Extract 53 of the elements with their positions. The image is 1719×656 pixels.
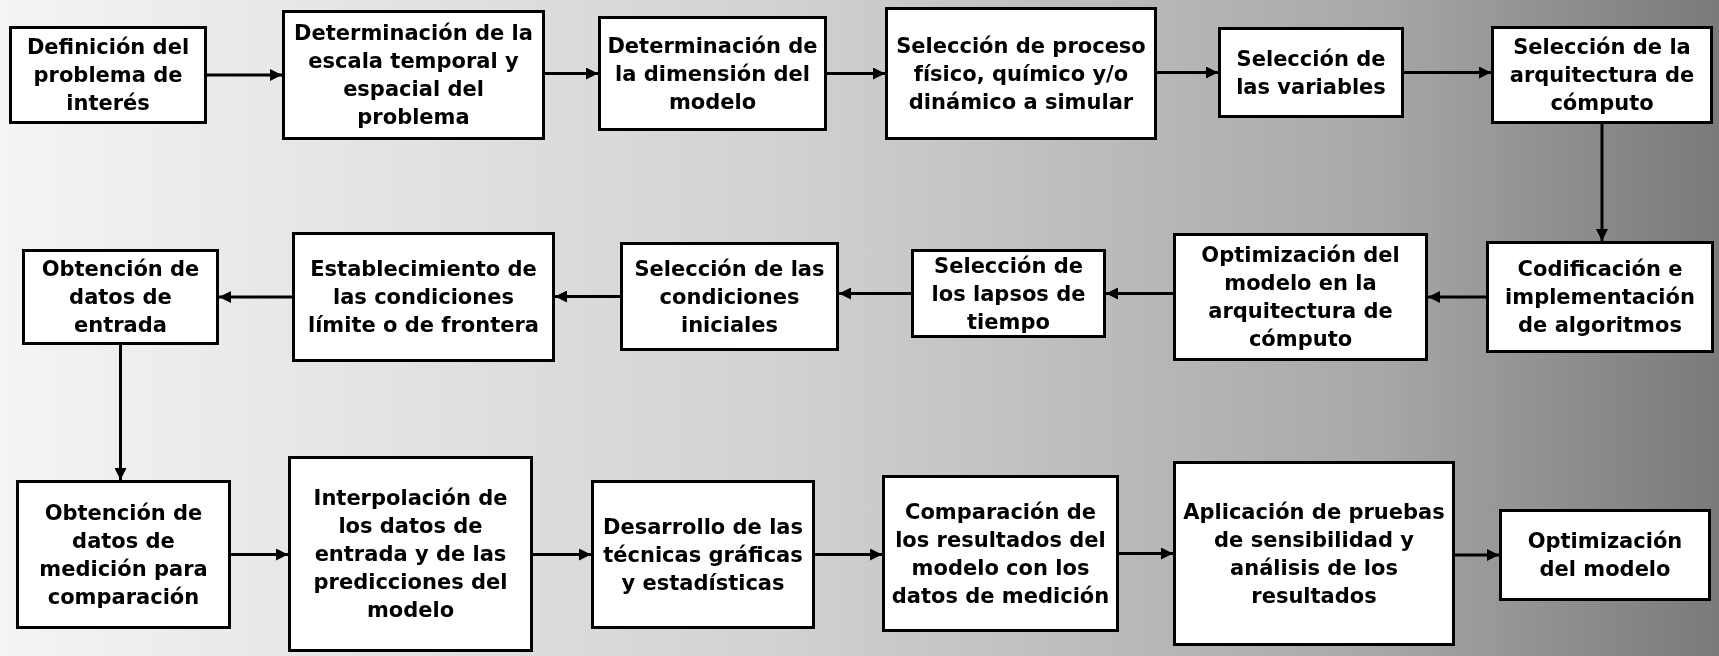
- process-box: [620, 242, 839, 351]
- arrow: [231, 548, 288, 561]
- arrow: [219, 291, 292, 303]
- process-box: [1486, 241, 1714, 353]
- process-box: [9, 26, 207, 124]
- process-box: [1218, 27, 1404, 118]
- arrow: [1455, 549, 1499, 561]
- arrow: [1428, 291, 1486, 303]
- step-label: Selección de los lapsos de tiempo: [930, 252, 1087, 336]
- process-box: [911, 249, 1106, 338]
- step-label: Optimización del modelo: [1526, 528, 1684, 583]
- step-label: Selección de proceso físico, químico y/o dinámico a simular: [895, 32, 1147, 116]
- arrow: [839, 287, 911, 300]
- process-box: [885, 7, 1157, 140]
- process-box: [882, 475, 1119, 632]
- arrow: [533, 548, 591, 561]
- process-box: [1173, 461, 1455, 646]
- step-label: Determinación de la escala temporal y espacial del problema: [293, 20, 534, 131]
- step-label: Selección de las condiciones iniciales: [633, 255, 826, 339]
- step-label: Interpolación de los datos de entrada y de las predicciones del modelo: [312, 485, 509, 624]
- step-label: Determinación de la dimensión del modelo: [607, 32, 818, 116]
- step-label: Obtención de datos de entrada: [40, 256, 201, 339]
- arrow: [1596, 124, 1608, 241]
- step-label: Desarrollo de las técnicas gráficas y estadísticas: [601, 513, 805, 597]
- process-box: [282, 10, 545, 140]
- step-label: Definición del problema de interés: [25, 34, 191, 117]
- arrow: [545, 67, 598, 80]
- arrow: [1157, 66, 1218, 79]
- process-box: [292, 232, 555, 362]
- step-label: Optimización del modelo en la arquitectura de cómputo: [1200, 242, 1401, 353]
- process-box: [16, 480, 231, 629]
- arrow: [827, 67, 885, 80]
- process-box: [288, 456, 533, 652]
- arrow: [1119, 547, 1173, 560]
- process-box: [22, 249, 219, 345]
- process-box: [1491, 26, 1713, 124]
- process-box: [598, 16, 827, 131]
- step-label: Establecimiento de las condiciones límite o de frontera: [306, 256, 541, 339]
- step-label: Selección de las variables: [1235, 45, 1387, 101]
- arrow: [114, 345, 127, 480]
- process-box: [591, 480, 815, 629]
- step-label: Codificación e implementación de algoritmos: [1504, 256, 1696, 339]
- step-label: Obtención de datos de medición para comparación: [38, 499, 209, 611]
- arrow: [555, 290, 620, 303]
- arrow: [1404, 66, 1491, 79]
- arrow: [207, 69, 282, 81]
- step-label: Aplicación de pruebas de sensibilidad y análisis de los resultados: [1182, 498, 1446, 610]
- process-box: [1499, 509, 1711, 601]
- arrow: [815, 548, 882, 561]
- process-box: [1173, 233, 1428, 361]
- step-label: Comparación de los resultados del modelo con los datos de medición: [891, 498, 1110, 610]
- step-label: Selección de la arquitectura de cómputo: [1508, 34, 1696, 117]
- arrow: [1106, 287, 1173, 300]
